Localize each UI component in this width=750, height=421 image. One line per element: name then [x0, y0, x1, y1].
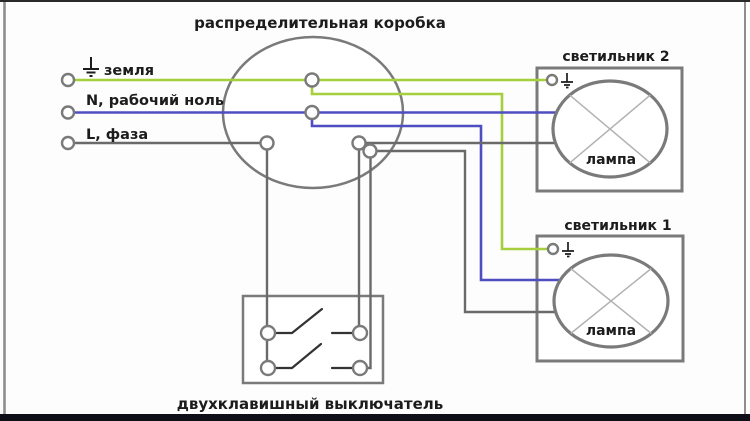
- lamp-1-cross-icon: [570, 267, 652, 335]
- fixture-1-label: светильник 1: [564, 218, 671, 234]
- lamp-2-cross-icon: [569, 94, 651, 164]
- switch-terminal-in-2: [259, 359, 277, 377]
- ground-input-label: земля: [104, 63, 154, 79]
- switch-pole-2-arm: [273, 342, 323, 370]
- junction-node-switched-2: [362, 143, 378, 159]
- junction-node-phase: [259, 135, 275, 151]
- switch-terminal-in-1: [259, 324, 277, 342]
- frame-left-line: [3, 2, 6, 414]
- fixture-1-ground-icon: [562, 242, 574, 258]
- switch-terminal-out-1: [351, 324, 369, 342]
- fixture-2-label: светильник 2: [562, 49, 669, 65]
- input-terminal-phase: [60, 135, 76, 151]
- fixture-2-ground-terminal: [545, 73, 559, 87]
- frame-bottom-bar: [0, 414, 750, 421]
- earth-ground-icon: [83, 57, 99, 77]
- junction-node-neutral: [304, 104, 320, 121]
- switched-wire-1: [357, 141, 556, 333]
- ground-wire-branch: [310, 80, 548, 251]
- lamp-2-label: лампа: [586, 152, 636, 168]
- input-terminal-ground: [60, 72, 76, 88]
- phase-input-label: L, фаза: [86, 127, 148, 143]
- fixture-2-ground-icon: [561, 73, 573, 89]
- switch-label: двухклавишный выключатель: [177, 395, 444, 413]
- neutral-input-label: N, рабочий ноль: [86, 93, 224, 109]
- frame-right-line: [744, 2, 746, 414]
- junction-node-switched-1: [351, 135, 367, 151]
- lamp-1-label: лампа: [586, 323, 636, 339]
- junction-node-ground: [304, 72, 320, 88]
- input-terminal-neutral: [60, 105, 76, 120]
- fixture-1-ground-terminal: [546, 242, 560, 256]
- switched-wire-2: [367, 149, 556, 370]
- neutral-wire-branch: [310, 112, 561, 282]
- switch-terminal-out-2: [351, 359, 369, 377]
- junction-box-label: распределительная коробка: [194, 14, 446, 32]
- switch-pole-1-arm: [273, 307, 324, 335]
- frame-top-line: [0, 0, 750, 2]
